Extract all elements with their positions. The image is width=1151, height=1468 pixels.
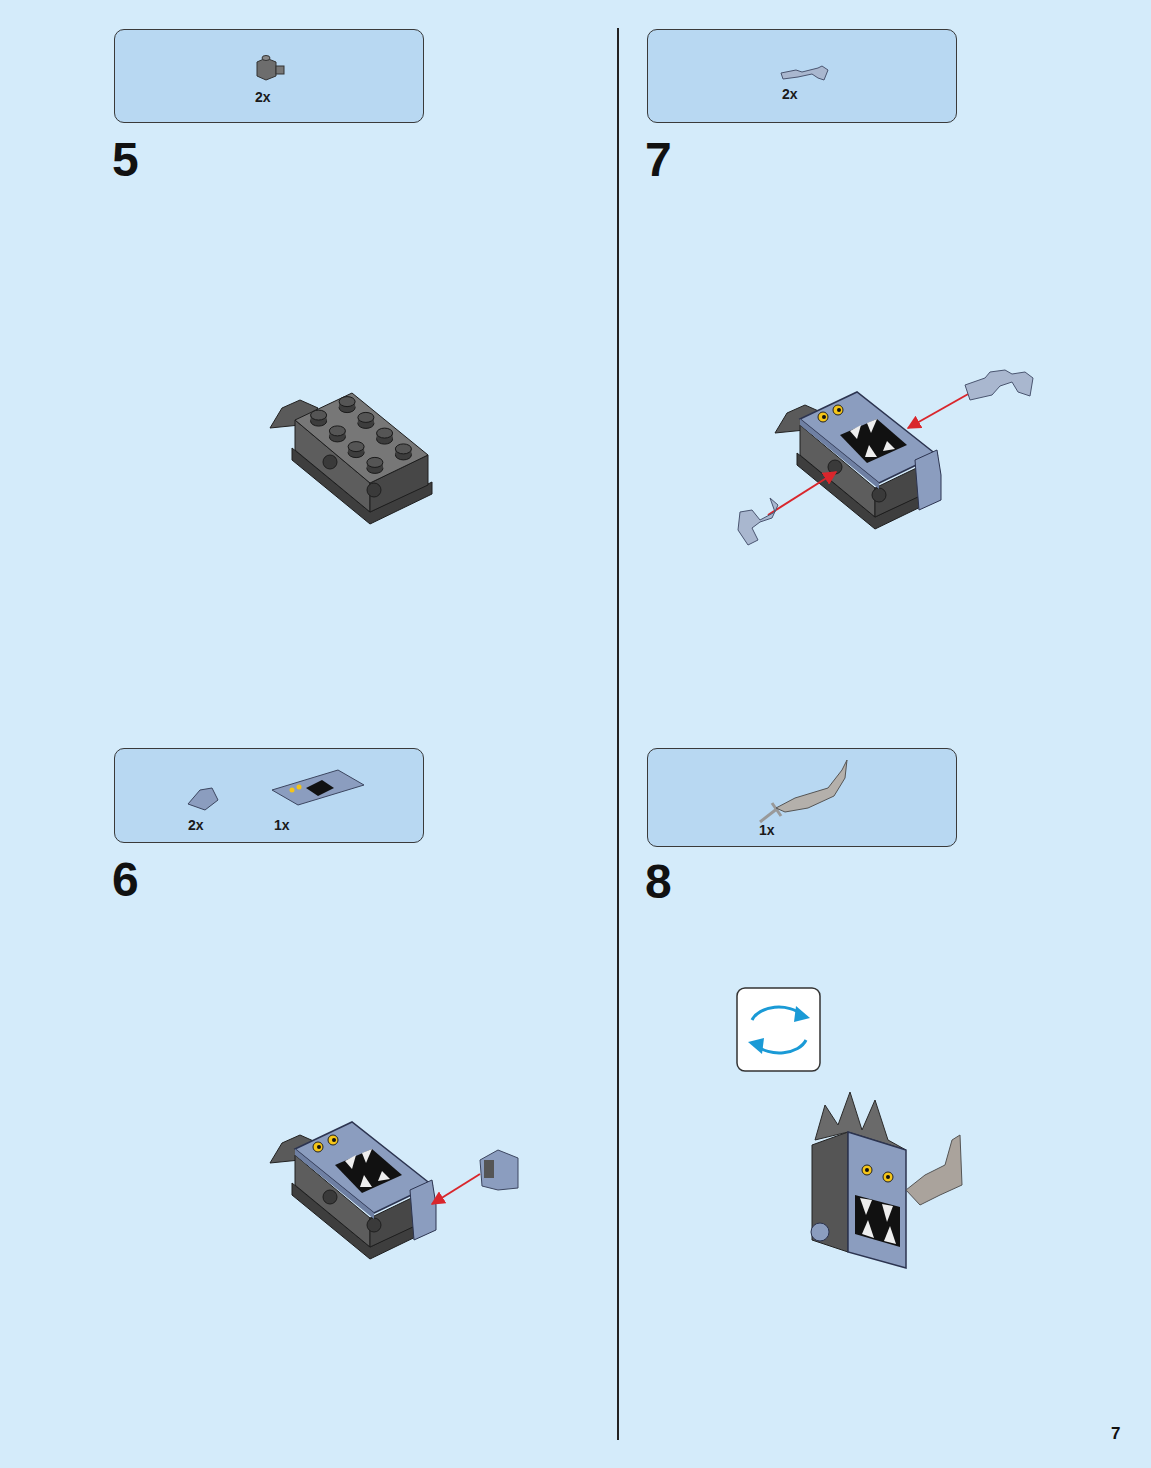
step8-model xyxy=(906,1135,962,1205)
parts-box-fill xyxy=(647,748,957,847)
parts-box-fill xyxy=(114,748,424,843)
step-number: 6 xyxy=(112,856,139,904)
sword-icon xyxy=(760,760,847,822)
step6-model xyxy=(432,1174,480,1204)
step7-model xyxy=(738,370,1033,545)
parts-callout-box: 1x xyxy=(647,748,957,847)
face-tile-icon xyxy=(272,770,364,805)
step6-model xyxy=(270,1122,436,1259)
slope-icon xyxy=(188,788,218,810)
parts-callout-box: 2x 1x xyxy=(114,748,424,843)
part-quantity: 1x xyxy=(274,818,290,832)
step8-model xyxy=(865,1168,869,1172)
step-number: 5 xyxy=(112,136,139,184)
step5-model xyxy=(377,428,393,444)
step5-model xyxy=(339,397,355,413)
rotate-icon xyxy=(794,1006,810,1022)
clip-icon xyxy=(781,66,828,80)
step5-model xyxy=(348,442,364,458)
part-quantity: 1x xyxy=(759,823,775,837)
step5-model xyxy=(367,457,383,473)
page-number: 7 xyxy=(1111,1425,1120,1442)
step7-model xyxy=(738,498,778,545)
step8-model xyxy=(884,1226,896,1244)
parts-callout-box: 2x xyxy=(647,29,957,123)
column-divider xyxy=(617,28,619,1440)
step8-model xyxy=(855,1195,900,1247)
brick-icon xyxy=(262,56,270,61)
step7-model xyxy=(775,392,941,529)
step8-model xyxy=(848,1132,906,1268)
step8-model xyxy=(882,1204,893,1222)
step6-model xyxy=(480,1150,518,1190)
step6-model xyxy=(484,1160,494,1178)
step5-model xyxy=(311,410,327,426)
clip-icon xyxy=(781,66,828,80)
step8-model xyxy=(862,1220,874,1238)
step5-model xyxy=(395,444,411,460)
part-quantity: 2x xyxy=(188,818,204,832)
part-quantity: 2x xyxy=(255,90,271,104)
face-tile-icon xyxy=(290,788,295,793)
sword-icon xyxy=(776,760,847,812)
step7-model xyxy=(965,370,1033,400)
parts-box-fill xyxy=(647,29,957,123)
step8-model xyxy=(811,1092,962,1268)
step8-model xyxy=(811,1223,829,1241)
step-number: 7 xyxy=(645,136,672,184)
part-quantity: 2x xyxy=(782,87,798,101)
step8-model xyxy=(812,1132,848,1252)
parts-callout-box: 2x xyxy=(114,29,424,123)
face-tile-icon xyxy=(272,770,364,805)
face-tile-icon xyxy=(306,780,334,796)
step5-model xyxy=(295,393,428,483)
rotate-icon xyxy=(737,988,820,1071)
step5-model xyxy=(329,426,345,442)
slope-icon xyxy=(188,788,218,810)
parts-box-fill xyxy=(114,29,424,123)
step7-model xyxy=(908,393,970,428)
face-tile-icon xyxy=(297,785,302,790)
step5-model xyxy=(358,412,374,428)
brick-icon xyxy=(257,58,276,80)
rotate-icon xyxy=(748,1038,764,1054)
step8-model xyxy=(883,1172,893,1182)
step6-model xyxy=(270,1122,518,1259)
step-number: 8 xyxy=(645,858,672,906)
step8-model xyxy=(862,1165,872,1175)
brick-icon xyxy=(257,56,284,81)
step8-model xyxy=(860,1198,872,1215)
rotate-icon xyxy=(737,988,820,1071)
brick-icon xyxy=(276,66,284,74)
step7-model xyxy=(768,472,836,515)
step8-model xyxy=(886,1175,890,1179)
step5-model xyxy=(270,393,432,524)
